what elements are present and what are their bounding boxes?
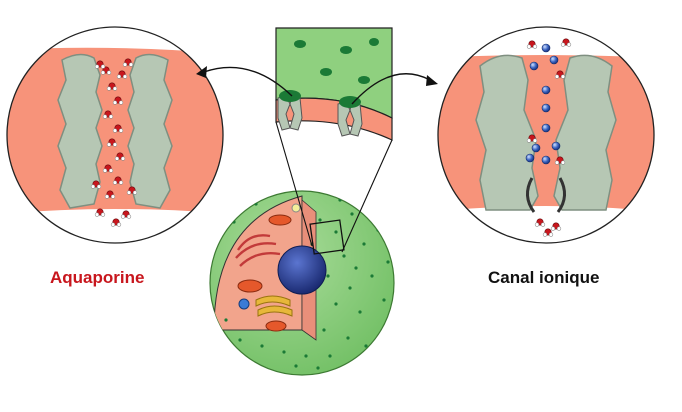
ion-channel-half-icon bbox=[553, 54, 617, 211]
vesicle-icon bbox=[291, 203, 301, 213]
vesicle-icon bbox=[238, 298, 250, 310]
membrane-band bbox=[438, 55, 654, 212]
arrowheads bbox=[196, 66, 438, 86]
cell-surface-dots bbox=[224, 198, 390, 370]
aquaporin-small-icon bbox=[277, 90, 303, 131]
cell-cutaway bbox=[209, 190, 395, 376]
golgi-icon bbox=[255, 295, 293, 317]
aquaporin-icon bbox=[57, 53, 103, 209]
ion-channel-label: Canal ionique bbox=[488, 268, 600, 287]
endoplasmic-reticulum-icon bbox=[235, 234, 281, 267]
mitochondrion-icon bbox=[237, 279, 263, 293]
aquaporin-label: Aquaporine bbox=[50, 268, 145, 287]
surface-dots bbox=[294, 38, 379, 84]
aquaporin-half-icon bbox=[127, 53, 173, 209]
aquaporin-inset bbox=[6, 26, 224, 244]
mitochondrion-icon bbox=[265, 320, 287, 332]
mitochondrion-icon bbox=[268, 214, 292, 226]
magnify-region bbox=[309, 219, 345, 255]
pointer-arrows bbox=[203, 66, 431, 105]
ion-channel-inset bbox=[437, 26, 655, 244]
channel-gate bbox=[526, 177, 536, 213]
channel-gate bbox=[556, 177, 566, 213]
zoom-lines bbox=[275, 121, 393, 253]
nucleus-icon bbox=[277, 245, 327, 295]
ion-channel-icon bbox=[475, 54, 539, 211]
